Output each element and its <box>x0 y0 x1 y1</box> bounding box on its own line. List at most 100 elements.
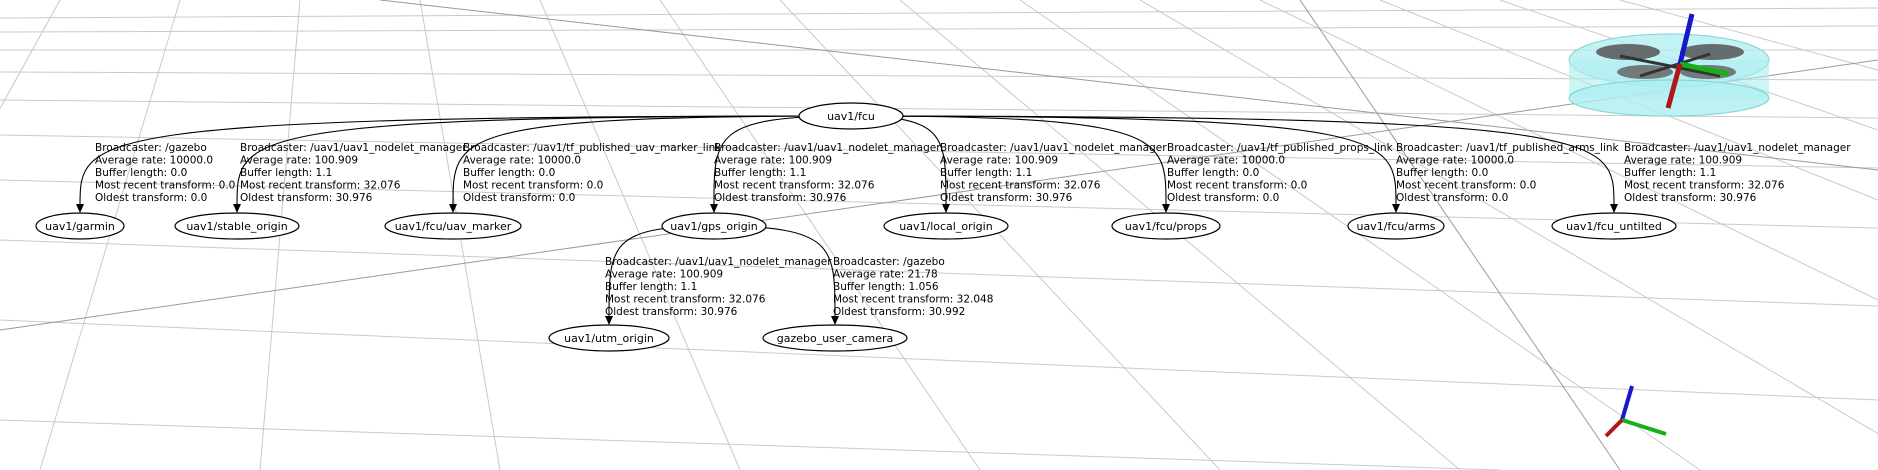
edge-label-line: Average rate: 10000.0 <box>463 155 581 167</box>
edge-label-line: Oldest transform: 0.0 <box>1396 192 1508 204</box>
frame-node-gps[interactable]: uav1/gps_origin <box>661 212 767 240</box>
node-label: uav1/fcu <box>827 110 875 123</box>
edge-label-line: Average rate: 21.78 <box>833 269 938 281</box>
edge-label-line: Buffer length: 0.0 <box>95 167 187 179</box>
edge-label-line: Average rate: 100.909 <box>240 155 358 167</box>
frame-node-props[interactable]: uav1/fcu/props <box>1111 212 1221 240</box>
arrowhead <box>605 316 613 325</box>
edge-label-marker: Broadcaster: /uav1/tf_published_uav_mark… <box>463 142 722 204</box>
arrowhead <box>942 204 950 213</box>
edge-label-line: Oldest transform: 30.976 <box>1624 192 1757 204</box>
edge-label-line: Most recent transform: 32.076 <box>940 180 1101 192</box>
frame-node-marker[interactable]: uav1/fcu/uav_marker <box>384 212 522 240</box>
edge-label-line: Broadcaster: /gazebo <box>95 142 207 154</box>
arrowhead <box>710 204 718 213</box>
node-ellipse[interactable] <box>1111 212 1221 240</box>
edge-label-line: Broadcaster: /gazebo <box>833 256 945 268</box>
node-ellipse[interactable] <box>762 324 908 352</box>
edge-label-line: Oldest transform: 30.976 <box>714 192 847 204</box>
edge-label-line: Broadcaster: /uav1/uav1_nodelet_manager <box>1624 142 1851 154</box>
node-ellipse[interactable] <box>384 212 522 240</box>
edge-label-line: Average rate: 100.909 <box>1624 155 1742 167</box>
edge-label-line: Average rate: 100.909 <box>605 269 723 281</box>
edge-label-line: Oldest transform: 30.992 <box>833 306 965 318</box>
edge-label-line: Buffer length: 1.1 <box>940 167 1032 179</box>
node-ellipse[interactable] <box>883 212 1009 240</box>
frame-node-local[interactable]: uav1/local_origin <box>883 212 1009 240</box>
edge-label-line: Most recent transform: 0.0 <box>463 180 603 192</box>
node-ellipse[interactable] <box>35 212 125 240</box>
node-label: gazebo_user_camera <box>777 332 894 345</box>
edge-label-line: Most recent transform: 32.076 <box>1624 180 1785 192</box>
node-label: uav1/fcu/props <box>1125 220 1208 233</box>
edge-label-line: Oldest transform: 0.0 <box>95 192 207 204</box>
edge-label-line: Broadcaster: /uav1/tf_published_props_li… <box>1167 142 1394 154</box>
edge-label-line: Buffer length: 1.1 <box>605 281 697 293</box>
edge-label-line: Broadcaster: /uav1/uav1_nodelet_manager <box>714 142 941 154</box>
edge-fcu-to-untilted <box>850 115 1618 213</box>
edge-label-line: Most recent transform: 0.0 <box>95 180 235 192</box>
edge-label-line: Average rate: 10000.0 <box>1396 155 1514 167</box>
edge-fcu-to-arms <box>850 115 1400 213</box>
frame-node-camera[interactable]: gazebo_user_camera <box>762 324 908 352</box>
frame-node-untilted[interactable]: uav1/fcu_untilted <box>1551 212 1677 240</box>
node-ellipse[interactable] <box>798 102 904 130</box>
arrowhead <box>1392 204 1400 213</box>
edge-label-line: Average rate: 10000.0 <box>1167 155 1285 167</box>
edge-label-props: Broadcaster: /uav1/tf_published_props_li… <box>1167 142 1394 204</box>
edge-label-line: Broadcaster: /uav1/uav1_nodelet_manager <box>940 142 1167 154</box>
edge-label-line: Oldest transform: 0.0 <box>1167 192 1279 204</box>
frame-node-stable[interactable]: uav1/stable_origin <box>174 212 300 240</box>
edge-label-line: Oldest transform: 30.976 <box>940 192 1073 204</box>
frame-node-fcu[interactable]: uav1/fcu <box>798 102 904 130</box>
node-ellipse[interactable] <box>1347 212 1445 240</box>
node-label: uav1/utm_origin <box>564 332 654 345</box>
edge-fcu-to-stable <box>233 115 852 213</box>
edge-label-line: Oldest transform: 30.976 <box>240 192 373 204</box>
edge-label-gps: Broadcaster: /uav1/uav1_nodelet_managerA… <box>714 142 941 204</box>
frame-node-utm[interactable]: uav1/utm_origin <box>548 324 670 352</box>
edge-label-line: Most recent transform: 32.076 <box>714 180 875 192</box>
edge-label-untilted: Broadcaster: /uav1/uav1_nodelet_managerA… <box>1624 142 1851 204</box>
edge-line <box>79 115 852 206</box>
edge-line <box>850 115 1397 206</box>
edge-fcu-to-props <box>850 115 1170 213</box>
node-ellipse[interactable] <box>174 212 300 240</box>
edge-label-line: Average rate: 100.909 <box>714 155 832 167</box>
arrowhead <box>1610 204 1618 213</box>
edge-label-line: Most recent transform: 32.076 <box>240 180 401 192</box>
edge-label-utm: Broadcaster: /uav1/uav1_nodelet_managerA… <box>605 256 832 318</box>
node-ellipse[interactable] <box>661 212 767 240</box>
edge-label-line: Buffer length: 1.1 <box>1624 167 1716 179</box>
node-label: uav1/local_origin <box>899 220 992 233</box>
edge-line <box>452 115 852 206</box>
edge-line <box>850 115 947 206</box>
edge-label-line: Broadcaster: /uav1/tf_published_uav_mark… <box>463 142 722 154</box>
edge-label-line: Oldest transform: 0.0 <box>463 192 575 204</box>
edge-line <box>850 115 1615 206</box>
origin-axes <box>1604 385 1667 438</box>
arrowhead <box>76 204 84 213</box>
edge-label-arms: Broadcaster: /uav1/tf_published_arms_lin… <box>1396 142 1620 204</box>
frame-node-garmin[interactable]: uav1/garmin <box>35 212 125 240</box>
node-ellipse[interactable] <box>548 324 670 352</box>
edge-label-line: Most recent transform: 0.0 <box>1396 180 1536 192</box>
edge-label-line: Average rate: 100.909 <box>940 155 1058 167</box>
node-ellipse[interactable] <box>1551 212 1677 240</box>
node-label: uav1/stable_origin <box>186 220 287 233</box>
edge-label-line: Oldest transform: 30.976 <box>605 306 738 318</box>
arrowhead <box>1162 204 1170 213</box>
arrowhead <box>449 204 457 213</box>
edge-label-line: Buffer length: 0.0 <box>1167 167 1259 179</box>
edge-label-line: Broadcaster: /uav1/uav1_nodelet_manager <box>240 142 467 154</box>
edge-label-stable: Broadcaster: /uav1/uav1_nodelet_managerA… <box>240 142 467 204</box>
edge-label-line: Most recent transform: 0.0 <box>1167 180 1307 192</box>
frame-node-arms[interactable]: uav1/fcu/arms <box>1347 212 1445 240</box>
edge-label-line: Buffer length: 0.0 <box>1396 167 1488 179</box>
drone-model[interactable] <box>1568 13 1770 117</box>
